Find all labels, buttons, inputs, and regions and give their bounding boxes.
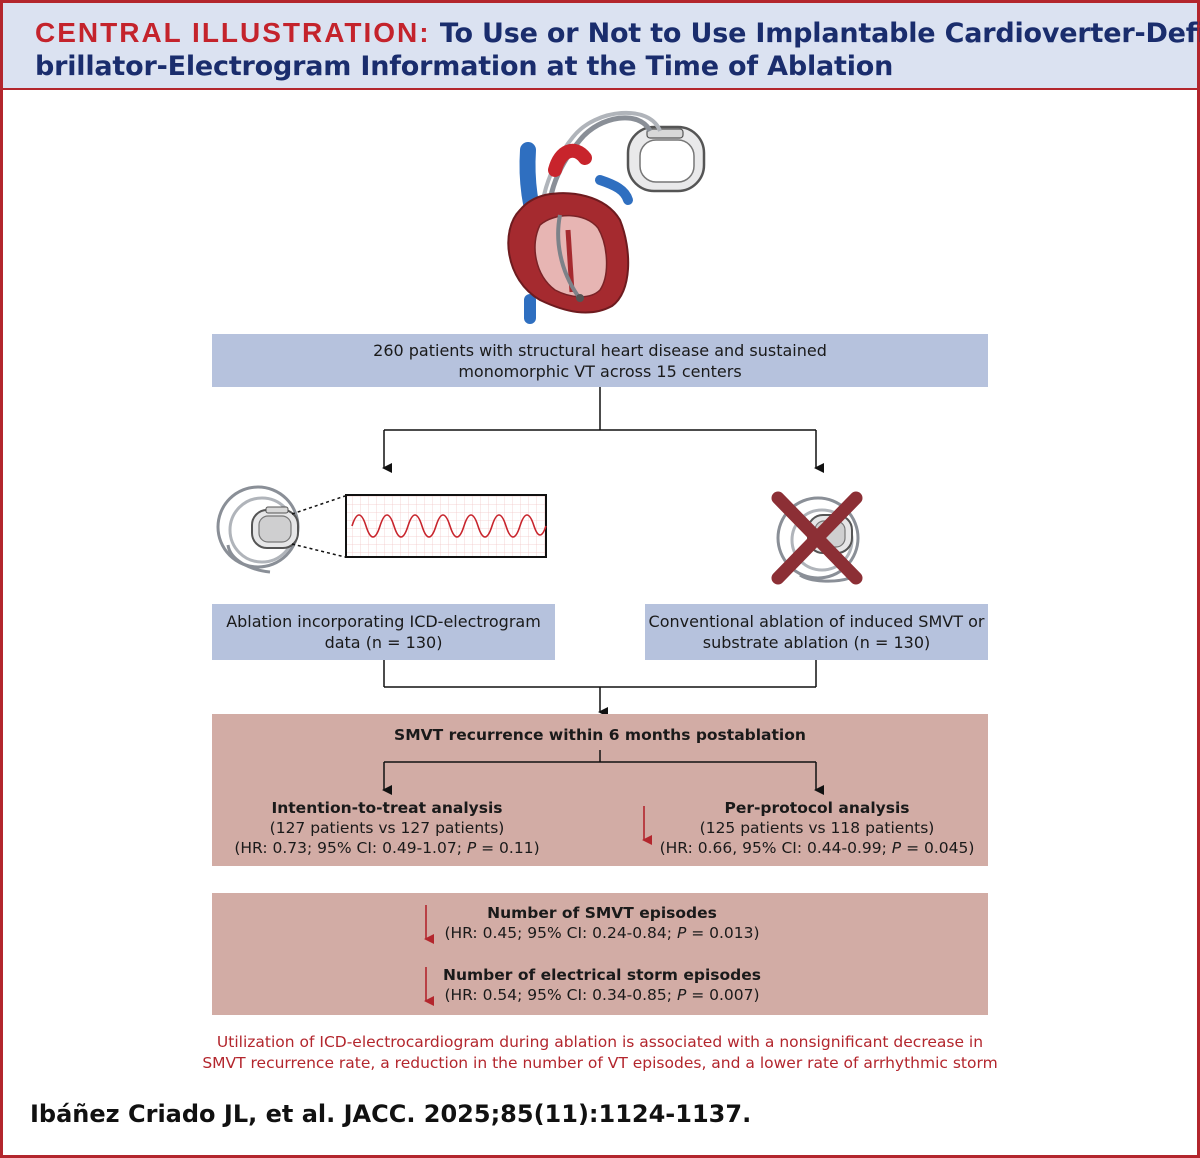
storm-block: Number of electrical storm episodes (HR:… <box>392 965 812 1005</box>
itt-block: Intention-to-treat analysis (127 patient… <box>222 798 552 858</box>
connectors-top <box>382 387 824 473</box>
storm-title: Number of electrical storm episodes <box>443 966 761 984</box>
itt-stats-prefix: (HR: 0.73; 95% CI: 0.49-1.07; <box>234 839 467 857</box>
pp-patients: (125 patients vs 118 patients) <box>699 819 935 837</box>
population-line1: 260 patients with structural heart disea… <box>373 340 827 360</box>
episodes-p-label: P <box>676 924 687 942</box>
header-banner: CENTRAL ILLUSTRATION: To Use or Not to U… <box>3 3 1200 90</box>
episodes-title: Number of SMVT episodes <box>487 904 717 922</box>
secondary-box: Number of SMVT episodes (HR: 0.45; 95% C… <box>212 893 988 1015</box>
arm-conventional-line1: Conventional ablation of induced SMVT or <box>648 612 985 631</box>
conclusion-line1: Utilization of ICD-electrocardiogram dur… <box>216 1033 984 1051</box>
itt-stats: (HR: 0.73; 95% CI: 0.49-1.07; P = 0.11) <box>222 838 552 858</box>
itt-title: Intention-to-treat analysis <box>271 799 503 817</box>
pp-block: Per-protocol analysis (125 patients vs 1… <box>652 798 982 858</box>
outcome-box: SMVT recurrence within 6 months postabla… <box>212 714 988 866</box>
crossed-out-icd-icon <box>771 491 863 585</box>
episodes-stats: (HR: 0.45; 95% CI: 0.24-0.84; P = 0.013) <box>392 923 812 943</box>
itt-patients: (127 patients vs 127 patients) <box>269 819 505 837</box>
header-title-part1: To Use or Not to Use Implantable Cardiov… <box>439 18 1200 49</box>
header-title-line1: CENTRAL ILLUSTRATION: To Use or Not to U… <box>35 17 1200 49</box>
arm-icd-line1: Ablation incorporating ICD-electrogram <box>226 612 541 631</box>
itt-p-label: P <box>466 839 477 857</box>
icd-electrogram-icon <box>216 485 547 574</box>
storm-stats-prefix: (HR: 0.54; 95% CI: 0.34-0.85; <box>444 986 677 1004</box>
episodes-block: Number of SMVT episodes (HR: 0.45; 95% C… <box>392 903 812 943</box>
conclusion-text: Utilization of ICD-electrocardiogram dur… <box>190 1032 1010 1074</box>
pp-stats: (HR: 0.66, 95% CI: 0.44-0.99; P = 0.045) <box>652 838 982 858</box>
itt-stats-suffix: = 0.11) <box>476 839 540 857</box>
episodes-stats-suffix: = 0.013) <box>686 924 760 942</box>
arm-conventional-line2: substrate ablation (n = 130) <box>702 633 931 652</box>
episodes-stats-prefix: (HR: 0.45; 95% CI: 0.24-0.84; <box>444 924 677 942</box>
header-title-line2: brillator-Electrogram Information at the… <box>35 51 894 82</box>
pp-title: Per-protocol analysis <box>724 799 910 817</box>
pp-stats-suffix: = 0.045) <box>901 839 975 857</box>
conclusion-line2: SMVT recurrence rate, a reduction in the… <box>202 1054 998 1072</box>
population-line2: monomorphic VT across 15 centers <box>458 361 742 381</box>
header-label: CENTRAL ILLUSTRATION: <box>35 17 431 48</box>
heart-with-icd-icon <box>507 110 706 324</box>
secondary-arrows <box>424 905 434 1006</box>
arm-icd-box: Ablation incorporating ICD-electrogram d… <box>212 604 555 660</box>
connectors-middle <box>383 660 817 717</box>
citation: Ibáñez Criado JL, et al. JACC. 2025;85(1… <box>30 1100 752 1128</box>
pp-stats-prefix: (HR: 0.66, 95% CI: 0.44-0.99; <box>659 839 892 857</box>
storm-stats-suffix: = 0.007) <box>686 986 760 1004</box>
storm-stats: (HR: 0.54; 95% CI: 0.34-0.85; P = 0.007) <box>392 985 812 1005</box>
population-box: 260 patients with structural heart disea… <box>212 334 988 387</box>
outcome-title: SMVT recurrence within 6 months postabla… <box>394 726 806 744</box>
arm-icd-line2: data (n = 130) <box>324 633 443 652</box>
outcome-connectors <box>382 750 824 845</box>
arm-conventional-box: Conventional ablation of induced SMVT or… <box>645 604 988 660</box>
pp-p-label: P <box>891 839 902 857</box>
storm-p-label: P <box>676 986 687 1004</box>
